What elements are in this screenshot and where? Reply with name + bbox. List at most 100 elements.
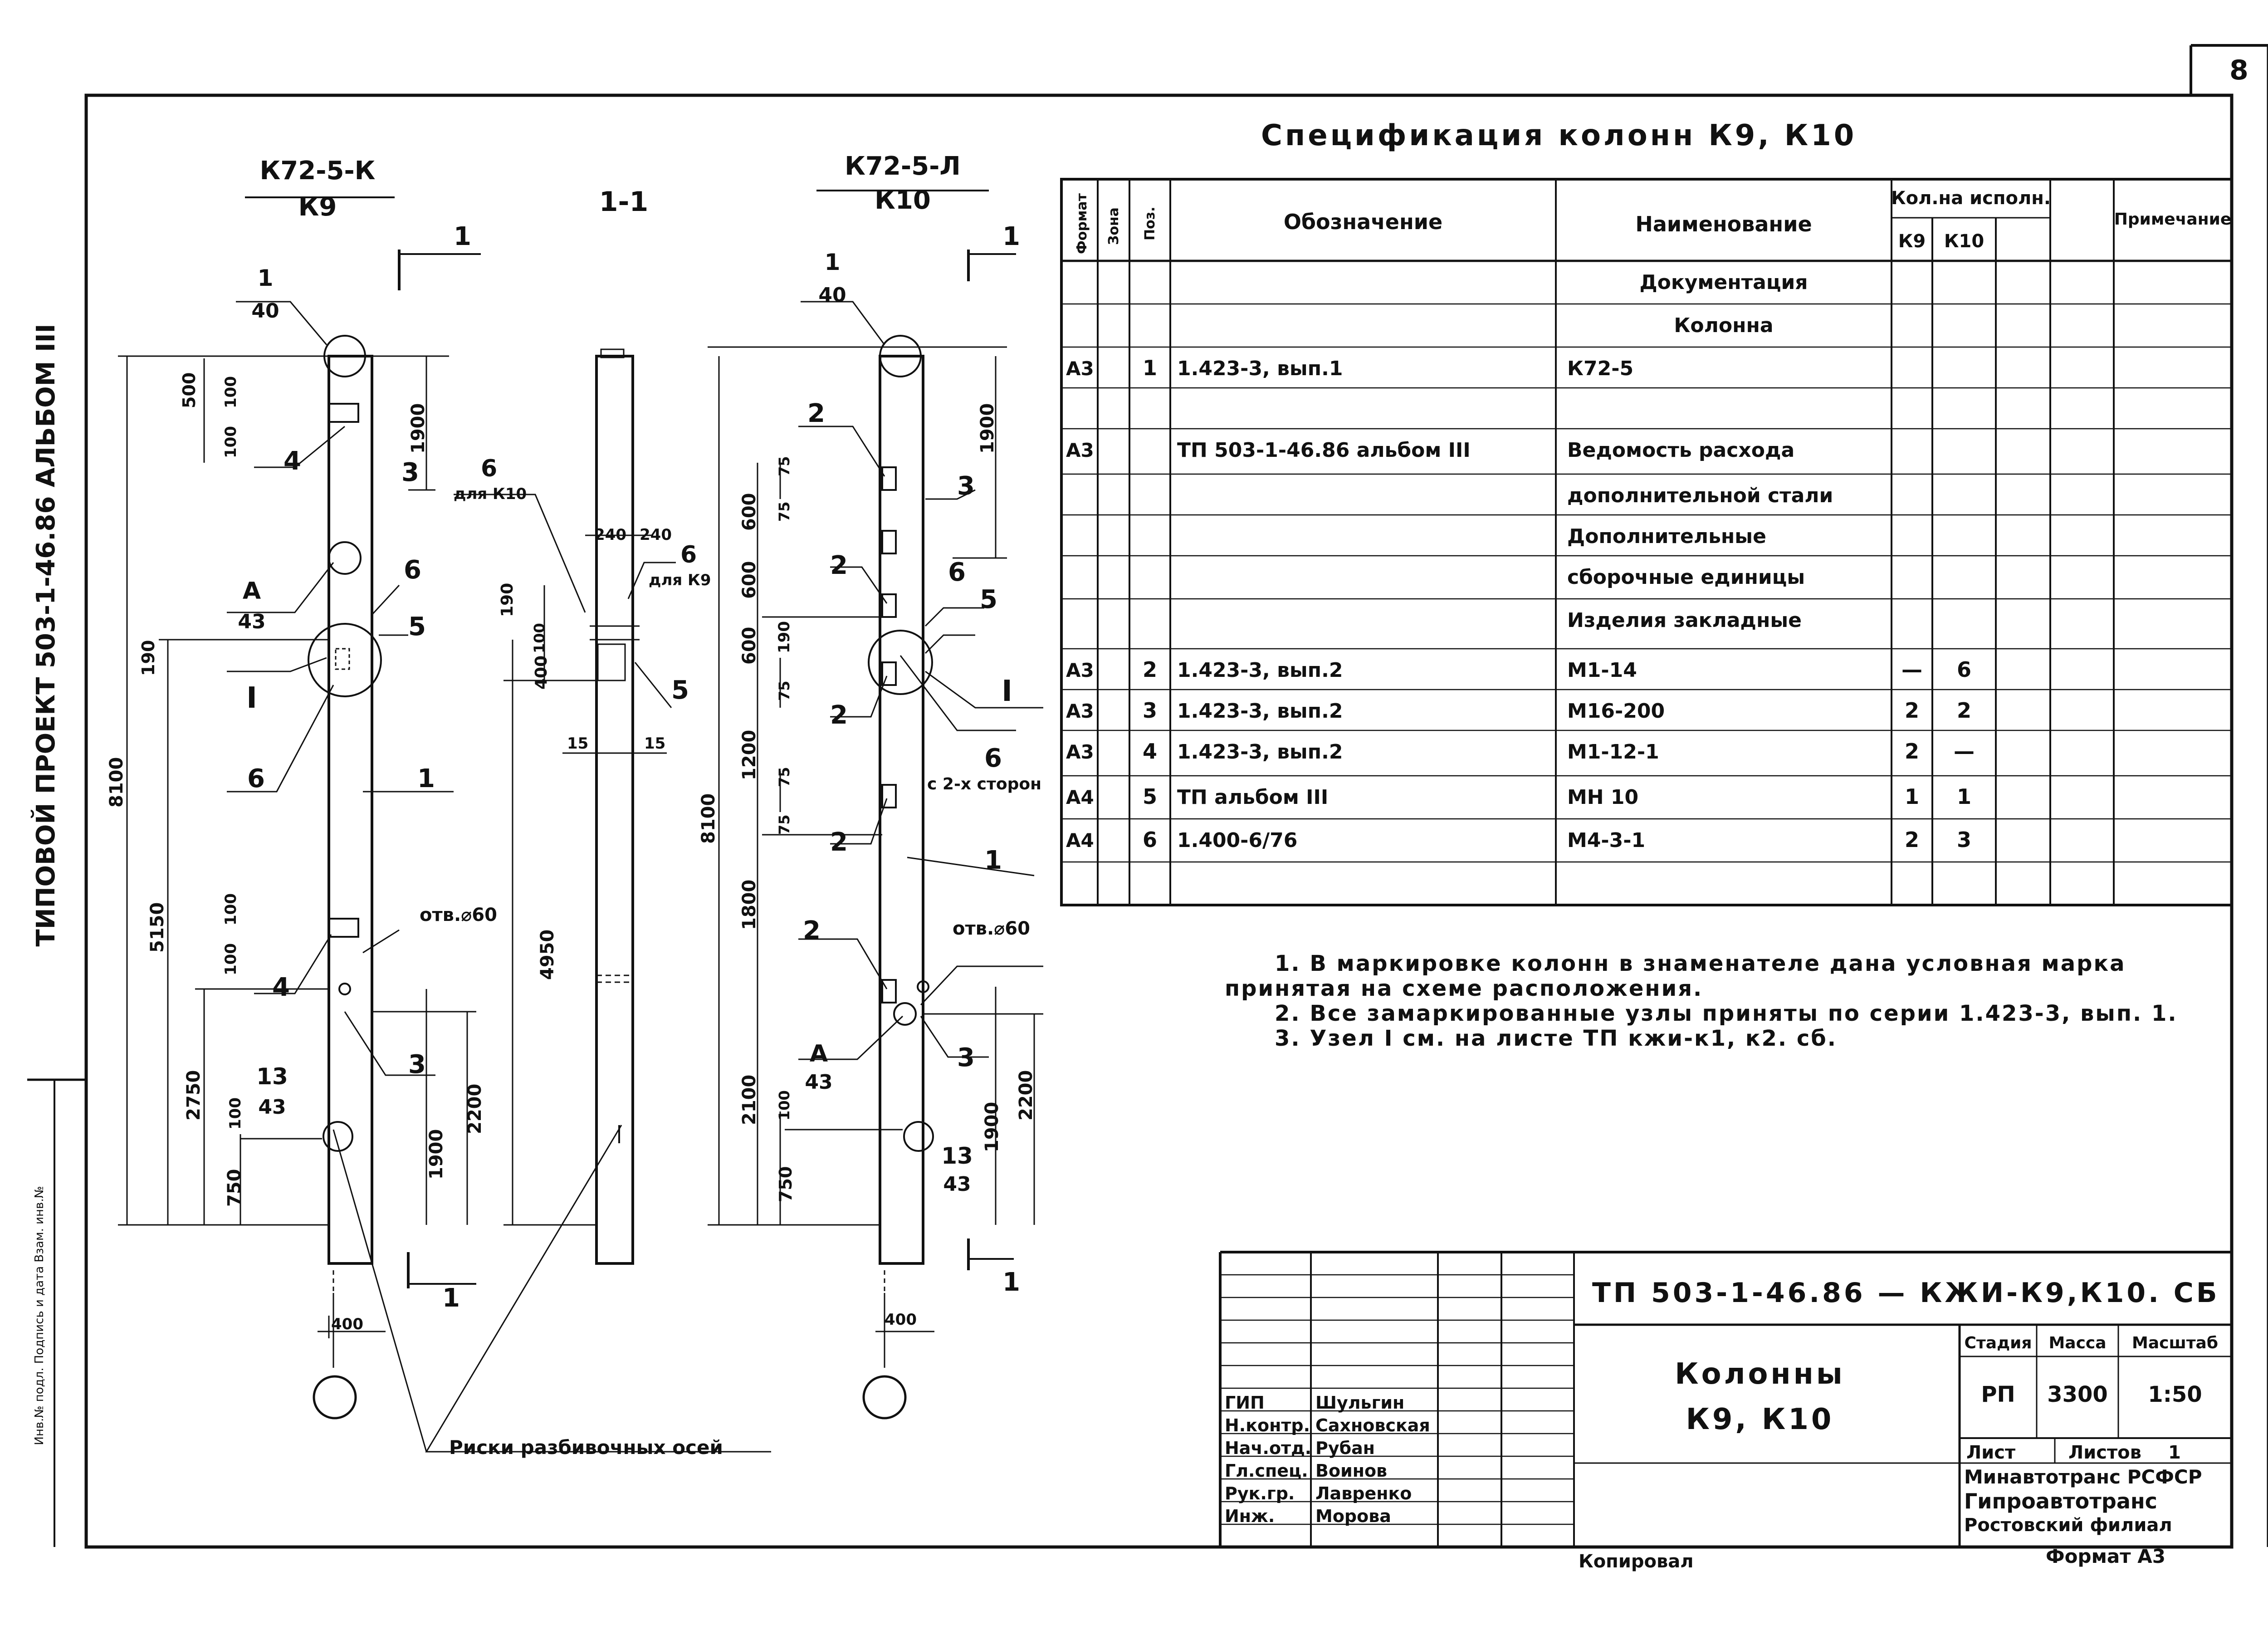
sec-pos-6a: 6 <box>481 455 497 482</box>
k10-dim-8100: 8100 <box>698 793 719 844</box>
k10-dim-75b: 75 <box>776 501 793 522</box>
spec-cell-k10: 3 <box>1957 827 1971 852</box>
side-strip-top: ТИПОВОЙ ПРОЕКТ 503-1-46.86 АЛЬБОМ III <box>31 324 61 947</box>
k10-dim-190: 190 <box>775 621 793 653</box>
k10-dim-75c: 75 <box>776 680 793 701</box>
sec-dim-15a: 15 <box>567 734 588 753</box>
k9-pos-4a: 4 <box>284 446 301 476</box>
spec-cell-format: А3 <box>1066 700 1094 722</box>
tb-mass: 3300 <box>2047 1382 2108 1407</box>
k10-dim-75d: 75 <box>776 767 793 787</box>
spec-cell-name: К72-5 <box>1567 357 1633 380</box>
k9-dim-100c: 100 <box>222 893 240 925</box>
k10-dim-100: 100 <box>776 1090 793 1121</box>
spec-cell-k9: 2 <box>1905 827 1919 852</box>
k9-callout-13-num: 13 <box>256 1063 288 1090</box>
spec-cell-k9: 1 <box>1905 784 1919 809</box>
k10-mark-bottom: К10 <box>875 186 931 215</box>
section-1-1 <box>332 348 771 1453</box>
spec-cell-name: дополнительной стали <box>1567 484 1833 507</box>
tb-sheet-label: Лист <box>1966 1442 2016 1463</box>
spec-cell-name: М4-3-1 <box>1567 829 1645 852</box>
k9-dim-100a: 100 <box>222 376 240 408</box>
tb-role: Нач.отд. <box>1225 1438 1311 1458</box>
spec-cell-k9: 2 <box>1905 739 1919 764</box>
side-strip-bottom: Инв.№ подл. Подпись и дата Взам. инв.№ <box>33 1186 46 1445</box>
k9-dim-1900b: 1900 <box>426 1129 447 1180</box>
k9-hole-label: отв.⌀60 <box>420 905 497 925</box>
spec-cell-k10: 1 <box>1957 784 1971 809</box>
hdr-zone: Зона <box>1106 207 1122 245</box>
tb-role: ГИП <box>1225 1393 1265 1413</box>
tb-person: Сахновская <box>1315 1415 1430 1435</box>
k9-pos-3: 3 <box>401 458 419 487</box>
cut-label-k10-top: 1 <box>1002 222 1020 251</box>
spec-cell-designation: 1.423-3, вып.2 <box>1177 700 1343 723</box>
k10-dim-2200: 2200 <box>1016 1070 1036 1121</box>
spec-cell-designation: 1.423-3, вып.1 <box>1177 357 1343 380</box>
k10-node-I: I <box>1002 675 1012 708</box>
k10-callout-1-den: 40 <box>818 284 846 307</box>
sec-dim-400: 400 <box>532 656 551 690</box>
k10-pos-1: 1 <box>984 846 1002 875</box>
k10-pos-6a: 6 <box>948 558 966 587</box>
k10-callout-A-num: А <box>810 1040 828 1067</box>
footer-format: Формат А3 <box>2046 1545 2165 1567</box>
tb-role: Гл.спец. <box>1225 1461 1308 1481</box>
sec-dim-240a: 240 <box>594 526 626 544</box>
k10-dim-600c: 600 <box>739 627 760 665</box>
spec-cell-designation: ТП альбом III <box>1177 786 1328 809</box>
k10-pos-3a: 3 <box>957 471 975 501</box>
spec-cell-name: сборочные единицы <box>1567 566 1805 589</box>
k10-dim-75e: 75 <box>776 814 793 835</box>
spec-cell-name: М1-12-1 <box>1567 740 1659 764</box>
k9-dim-750: 750 <box>224 1169 245 1207</box>
k10-pos-6b: 6 <box>984 744 1002 773</box>
note-3: 3. Узел I см. на листе ТП кжи-к1, к2. сб… <box>1275 1026 1837 1051</box>
sec-dim-190: 190 <box>498 583 517 617</box>
footer-copied: Копировал <box>1579 1551 1694 1572</box>
k9-pos-4b: 4 <box>272 973 290 1002</box>
spec-cell-name: Дополнительные <box>1567 525 1766 548</box>
sec-for-k9: для К9 <box>649 571 711 589</box>
spec-cell-format: А4 <box>1066 786 1094 808</box>
spec-cell-format: А4 <box>1066 829 1094 852</box>
k10-pos-2b: 2 <box>830 551 848 580</box>
tb-person: Морова <box>1315 1506 1391 1526</box>
tb-person: Лавренко <box>1315 1483 1412 1503</box>
k9-dim-5150: 5150 <box>147 902 168 953</box>
tb-role: Инж. <box>1225 1506 1275 1526</box>
hdr-designation: Обозначение <box>1284 210 1442 234</box>
tb-person: Рубан <box>1315 1438 1375 1458</box>
k9-dim-8100: 8100 <box>106 757 127 808</box>
spec-table-grid <box>1060 178 2233 906</box>
k9-dim-100b: 100 <box>222 426 240 458</box>
spec-cell-format: А3 <box>1066 741 1094 763</box>
spec-cell-name: Ведомость расхода <box>1567 439 1794 462</box>
spec-cell-designation: 1.423-3, вып.2 <box>1177 659 1343 682</box>
tb-role: Н.контр. <box>1225 1415 1310 1435</box>
spec-cell-format: А3 <box>1066 659 1094 681</box>
spec-cell-designation: 1.400-6/76 <box>1177 829 1297 852</box>
section-title: 1-1 <box>599 186 648 218</box>
k10-dim-75a: 75 <box>776 456 793 476</box>
spec-cell-format: А3 <box>1066 357 1094 380</box>
k9-node-I: I <box>246 681 257 715</box>
tb-org-1: Минавтотранс РСФСР <box>1964 1466 2202 1488</box>
k10-dim-600a: 600 <box>739 493 760 531</box>
tb-person: Воинов <box>1315 1461 1387 1481</box>
k10-pos-2e: 2 <box>803 916 821 945</box>
spec-cell-pos: 1 <box>1143 356 1157 380</box>
k10-dim-400: 400 <box>885 1311 917 1329</box>
spec-cell-designation: 1.423-3, вып.2 <box>1177 740 1343 764</box>
spec-cell-k10: 6 <box>1957 657 1971 682</box>
k10-dim-1900a: 1900 <box>977 403 998 454</box>
spec-cell-pos: 6 <box>1143 827 1157 852</box>
k9-callout-A-num: А <box>243 578 261 605</box>
tb-stage: РП <box>1981 1382 2015 1407</box>
sec-dim-4950: 4950 <box>537 930 558 980</box>
k10-two-sides: с 2-х сторон <box>927 775 1041 793</box>
spec-cell-name: М1-14 <box>1567 659 1637 682</box>
